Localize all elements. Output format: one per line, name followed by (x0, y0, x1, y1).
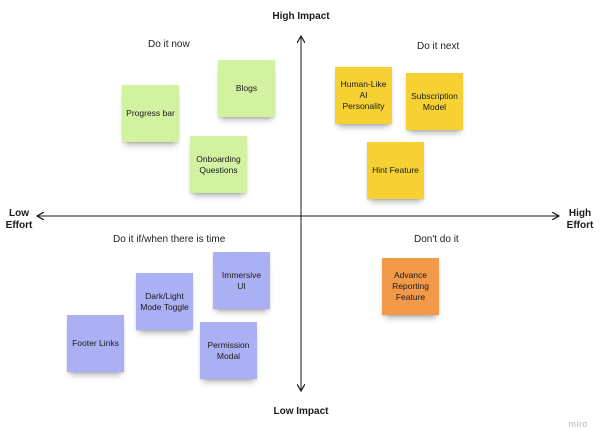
axis-label-high-effort: High Effort (566, 208, 594, 231)
miro-watermark: miro (568, 419, 588, 429)
sticky-note-label: Hint Feature (372, 165, 419, 175)
quadrant-title-do-it-now: Do it now (148, 39, 190, 50)
axis-label-low-impact: Low Impact (273, 406, 329, 417)
sticky-note-dark-light-toggle[interactable]: Dark/Light Mode Toggle (136, 273, 193, 330)
axis-label-high-impact: High Impact (272, 11, 330, 22)
sticky-note-label: Footer Links (72, 338, 119, 348)
sticky-note-label: Immersive UI (221, 269, 262, 291)
sticky-note-advance-reporting[interactable]: Advance Reporting Feature (382, 258, 439, 315)
axis-label-low-effort: Low Effort (5, 208, 33, 231)
sticky-note-label: Human-Like AI Personality (340, 79, 387, 111)
quadrant-title-do-it-next: Do it next (417, 41, 460, 52)
sticky-note-label: Blogs (235, 83, 258, 93)
quadrant-title-do-it-if-time: Do it if/when there is time (113, 234, 226, 245)
sticky-note-progress-bar[interactable]: Progress bar (122, 85, 179, 142)
sticky-note-immersive-ui[interactable]: Immersive UI (213, 252, 270, 309)
sticky-note-human-like-ai[interactable]: Human-Like AI Personality (335, 67, 392, 124)
sticky-note-label: Subscription Model (411, 90, 458, 112)
sticky-note-footer-links[interactable]: Footer Links (67, 315, 124, 372)
sticky-note-hint-feature[interactable]: Hint Feature (367, 142, 424, 199)
sticky-note-label: Progress bar (126, 108, 175, 118)
sticky-note-label: Permission Modal (207, 339, 250, 361)
sticky-note-onboarding-questions[interactable]: Onboarding Questions (190, 136, 247, 193)
sticky-note-subscription-model[interactable]: Subscription Model (406, 73, 463, 130)
sticky-note-label: Dark/Light Mode Toggle (140, 290, 189, 312)
sticky-note-blogs[interactable]: Blogs (218, 60, 275, 117)
quadrant-title-dont-do-it: Don't do it (414, 234, 459, 245)
sticky-note-label: Advance Reporting Feature (392, 270, 429, 302)
sticky-note-label: Onboarding Questions (196, 153, 241, 175)
sticky-note-permission-modal[interactable]: Permission Modal (200, 322, 257, 379)
